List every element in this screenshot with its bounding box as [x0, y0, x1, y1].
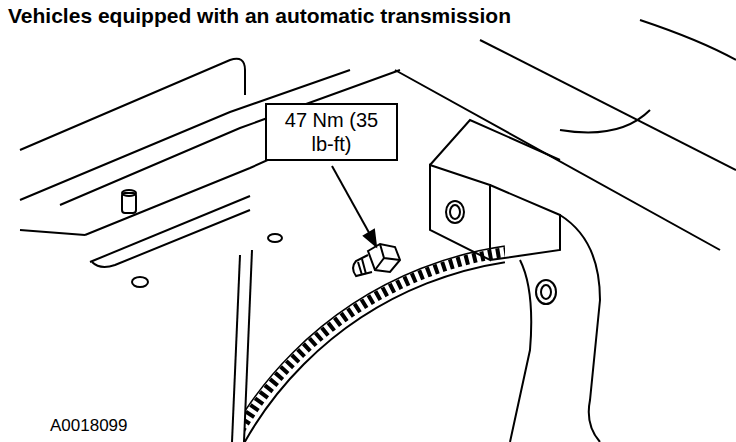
torque-value: 47 Nm (35 lb-ft) — [280, 108, 383, 156]
figure-number: A0018099 — [50, 416, 128, 436]
diagram-title: Vehicles equipped with an automatic tran… — [8, 4, 511, 28]
torque-callout-box: 47 Nm (35 lb-ft) — [265, 103, 398, 161]
